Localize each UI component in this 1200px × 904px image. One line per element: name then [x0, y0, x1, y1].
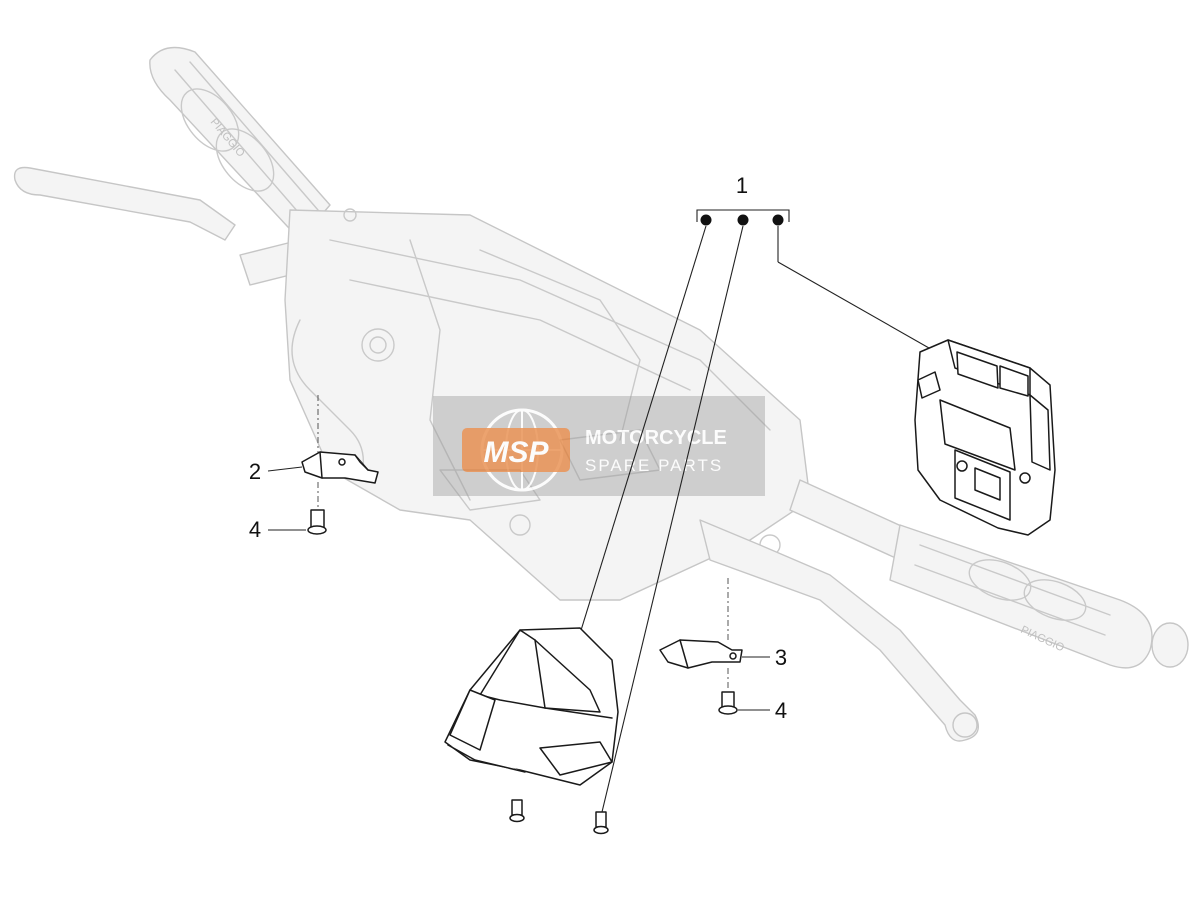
- callout-4b-label[interactable]: 4: [775, 698, 787, 723]
- right-screw[interactable]: [718, 668, 738, 715]
- cover-screw-right[interactable]: [593, 811, 609, 835]
- callout-1-bracket: [696, 209, 790, 222]
- front-cover-part[interactable]: [444, 627, 619, 786]
- callout-1-dot-b: [737, 214, 749, 226]
- callout-1-group: 1: [577, 173, 937, 813]
- left-screw[interactable]: [307, 482, 327, 535]
- callout-2-label[interactable]: 2: [249, 459, 261, 484]
- callout-3-group: 3: [742, 645, 787, 670]
- right-switch-housing[interactable]: [914, 339, 1056, 536]
- callout-3-label[interactable]: 3: [775, 645, 787, 670]
- callout-4a-label[interactable]: 4: [249, 517, 261, 542]
- msp-watermark: MSP MOTORCYCLE SPARE PARTS: [433, 396, 765, 496]
- leader-1-to-screw: [601, 225, 744, 813]
- callout-2-group: 2: [249, 459, 303, 484]
- right-stop-switch[interactable]: [659, 578, 743, 669]
- watermark-logo-badge: [462, 428, 570, 472]
- watermark-line1: MOTORCYCLE: [585, 427, 727, 449]
- watermark-logo-text: MSP: [483, 436, 549, 469]
- callout-1-dot-a: [700, 214, 712, 226]
- cover-screw-left[interactable]: [509, 799, 525, 823]
- callout-4a-group: 4: [249, 517, 306, 542]
- watermark-line2: SPARE PARTS: [585, 456, 723, 475]
- callout-4b-group: 4: [738, 698, 787, 723]
- handlebar-ghost-outline: PIAGGIO PIAGGIO: [13, 46, 1189, 742]
- leader-1-to-cover: [577, 225, 707, 641]
- callout-1-dot-c: [772, 214, 784, 226]
- left-stop-switch[interactable]: [301, 395, 379, 484]
- leader-1-to-switch-b: [777, 261, 937, 353]
- leader-2: [267, 466, 303, 472]
- callout-1-label[interactable]: 1: [736, 173, 748, 198]
